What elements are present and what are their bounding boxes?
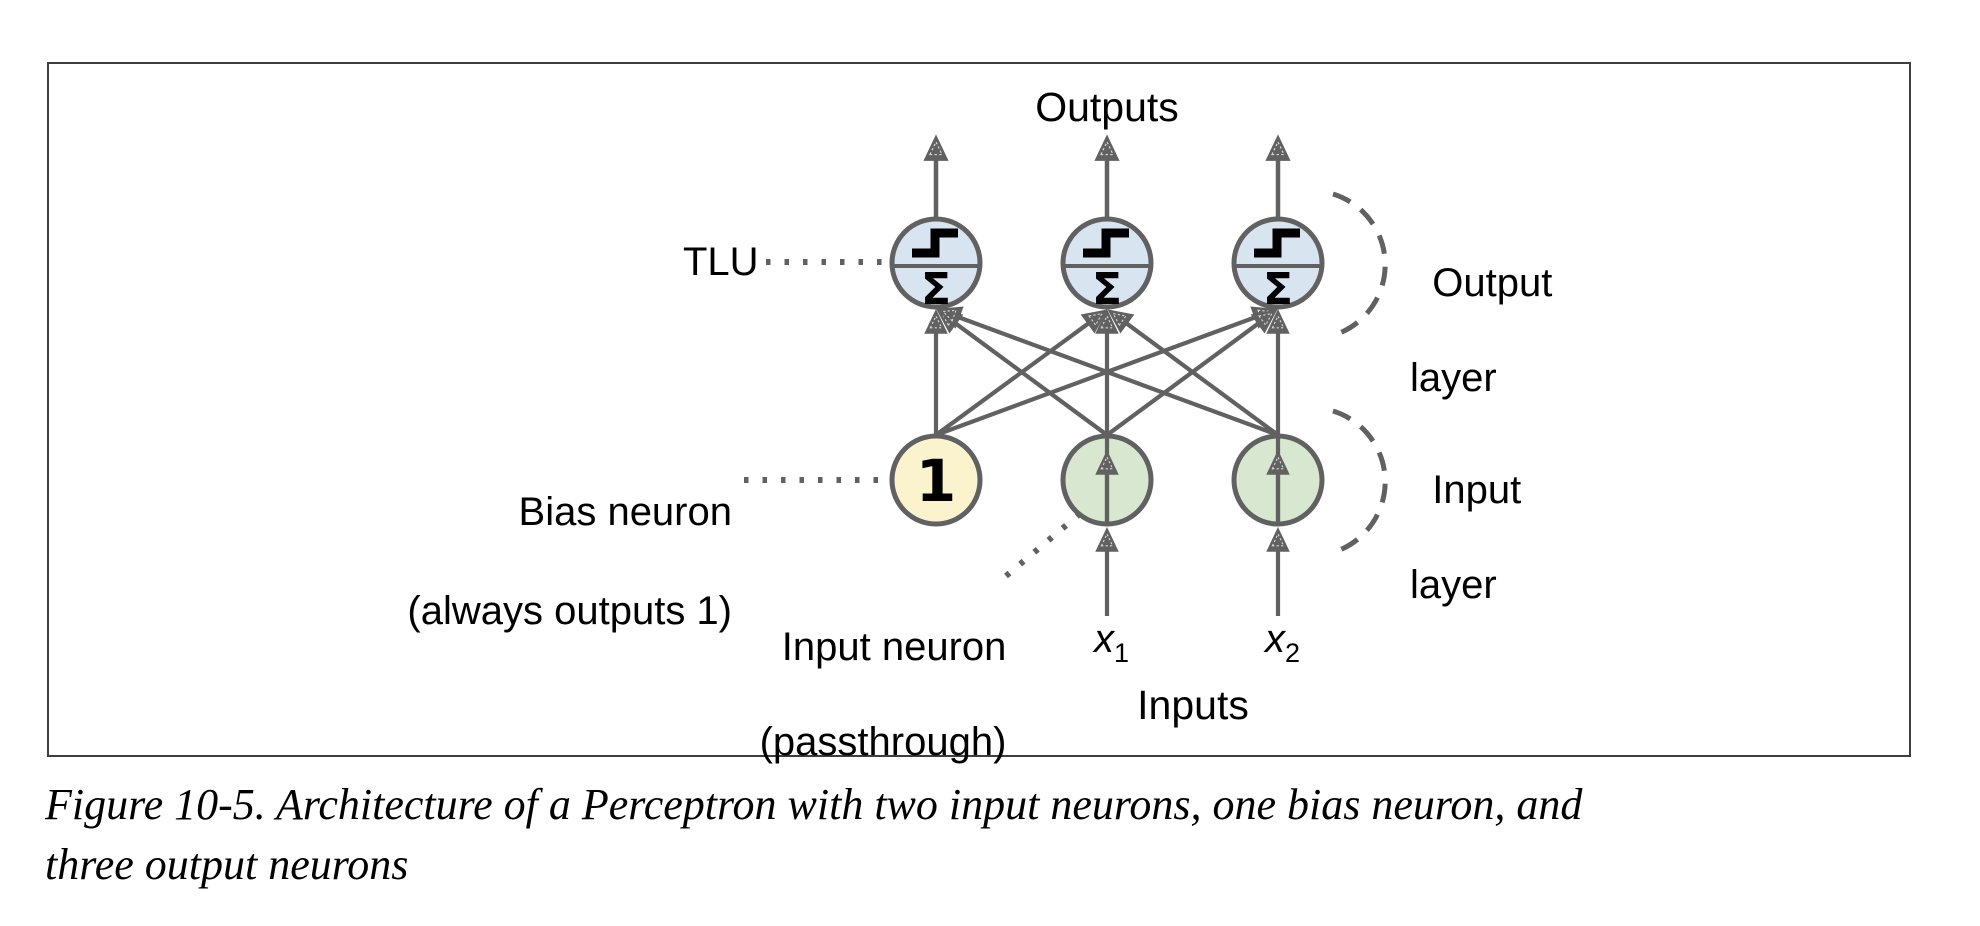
pointer-dotted-lines (744, 259, 1084, 579)
figure-caption: Figure 10-5. Architecture of a Perceptro… (45, 775, 1845, 895)
tlu-label: TLU (683, 240, 759, 284)
caption-line-2: three output neurons (45, 840, 409, 889)
x1-label: x1 (1094, 617, 1130, 668)
output-arrows (936, 159, 1278, 218)
input-layer-label: Input layer (1410, 468, 1522, 607)
output-layer-label: Output layer (1410, 261, 1553, 400)
input-pointer-line (1004, 509, 1084, 579)
caption-line-1: Figure 10-5. Architecture of a Perceptro… (45, 780, 1583, 829)
layer-arcs (1330, 191, 1388, 556)
tlu-neuron-1: Σ (889, 216, 983, 315)
figure-frame (47, 62, 1911, 757)
connection-arrows (936, 317, 1278, 437)
input-neuron-label: Input neuron (passthrough) (759, 625, 1007, 764)
tlu-neuron-3: Σ (1231, 216, 1325, 315)
bias-neuron: 1 (889, 433, 983, 527)
bias-neuron-label: Bias neuron (always outputs 1) (407, 489, 732, 633)
bias-value: 1 (916, 447, 956, 515)
input-neuron-1 (1060, 433, 1154, 527)
sum-symbol: Σ (1263, 264, 1293, 315)
sum-symbol: Σ (921, 264, 951, 315)
step-function-icon (912, 228, 958, 258)
input-layer-arc (1330, 408, 1388, 556)
x2-label: x2 (1265, 617, 1301, 668)
input-arrows (1107, 550, 1278, 616)
sum-symbol: Σ (1092, 264, 1122, 315)
inputs-label: Inputs (1137, 682, 1249, 728)
step-function-icon (1083, 228, 1129, 258)
outputs-label: Outputs (1035, 84, 1179, 130)
step-function-icon (1254, 228, 1300, 258)
output-layer-arc (1330, 191, 1388, 339)
input-neuron-2 (1231, 433, 1325, 527)
tlu-neuron-2: Σ (1060, 216, 1154, 315)
